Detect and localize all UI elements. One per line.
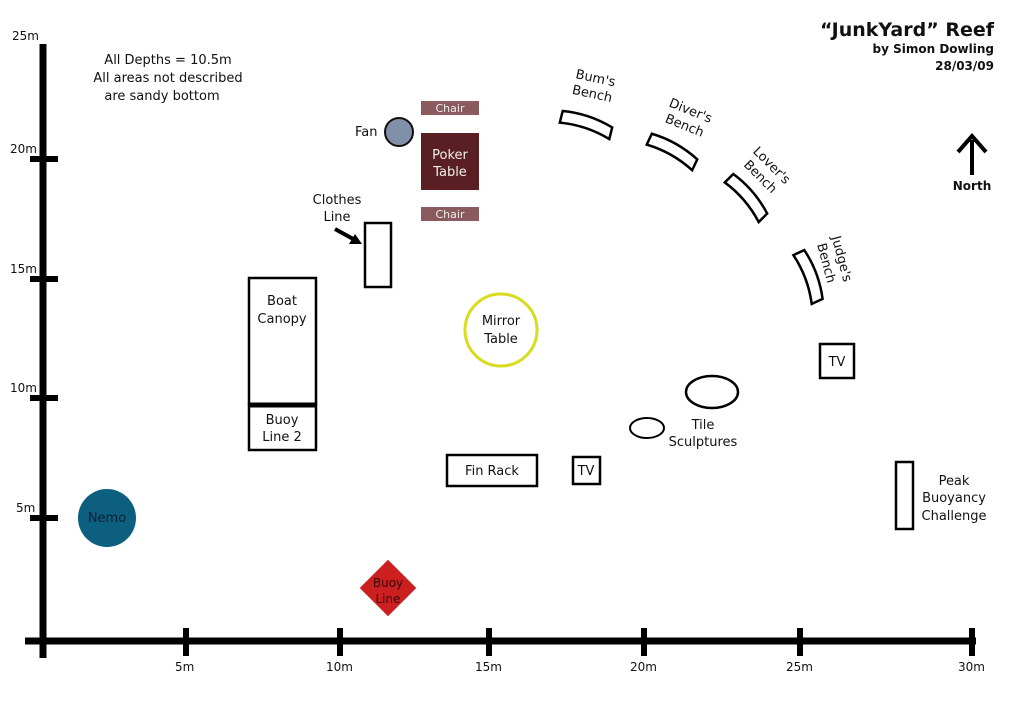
x-tick-20: 20m (630, 660, 657, 674)
clothes-line (363, 221, 393, 289)
peak-buoyancy-label: Peak (939, 474, 970, 489)
x-tick-25: 25m (786, 660, 813, 674)
boat-canopy-label: Boat (267, 294, 297, 309)
tile-sculpture-small (629, 417, 665, 439)
north-label: North (953, 179, 991, 193)
chair-top (421, 101, 479, 115)
note-sandy: are sandy bottom (104, 89, 219, 104)
note-areas: All areas not described (93, 71, 242, 86)
tile-sculptures-label: Sculptures (669, 435, 738, 450)
poker-table (421, 133, 479, 190)
y-tick-10: 10m (10, 381, 37, 395)
bums-bench (558, 109, 614, 141)
chair-top-label: Chair (436, 102, 465, 115)
lovers-bench (722, 172, 769, 225)
chair-bottom (421, 207, 479, 221)
fan-label: Fan (355, 125, 378, 140)
axes: 25m 20m 15m 10m 5m 5m 10m 15m 20m 25m 30… (10, 29, 985, 674)
map-author: by Simon Dowling (873, 42, 994, 56)
chair-bottom-label: Chair (436, 208, 465, 221)
tv-2-label: TV (828, 355, 846, 370)
peak-buoyancy-label: Challenge (922, 509, 987, 524)
boat-canopy-label: Canopy (257, 312, 306, 327)
judges-bench (791, 248, 824, 306)
map-date: 28/03/09 (935, 59, 994, 73)
peak-buoyancy-label: Buoyancy (922, 491, 986, 506)
peak-buoyancy-challenge (894, 460, 915, 531)
buoy-line-2 (247, 403, 318, 452)
buoy-line-2-label: Line 2 (262, 430, 302, 445)
tile-sculpture-large (684, 374, 740, 410)
x-tick-5: 5m (175, 660, 194, 674)
fan-icon (384, 117, 414, 147)
mirror-table-label: Mirror (482, 314, 521, 329)
buoy-line-2-label: Buoy (266, 413, 299, 428)
tv-1 (571, 455, 602, 486)
y-tick-25: 25m (12, 29, 39, 43)
buoy-line-label: Buoy (373, 576, 403, 590)
mirror-table (463, 292, 539, 368)
fin-rack (445, 453, 539, 488)
clothes-line-label: Line (323, 210, 350, 225)
clothes-line-label: Clothes (313, 193, 362, 208)
tv-1-label: TV (577, 464, 595, 479)
tv-2 (818, 342, 856, 380)
divers-bench (644, 132, 699, 173)
poker-table-label: Table (432, 165, 467, 180)
x-tick-10: 10m (326, 660, 353, 674)
poker-table-label: Poker (432, 148, 468, 163)
tile-sculptures-label: Tile (691, 418, 715, 433)
y-tick-15: 15m (10, 262, 37, 276)
y-tick-20: 20m (10, 142, 37, 156)
x-tick-15: 15m (475, 660, 502, 674)
nemo-label: Nemo (88, 511, 126, 526)
fin-rack-label: Fin Rack (465, 464, 519, 479)
mirror-table-label: Table (483, 332, 518, 347)
nemo (78, 489, 136, 547)
y-tick-5: 5m (16, 501, 35, 515)
x-tick-30: 30m (958, 660, 985, 674)
note-depth: All Depths = 10.5m (104, 53, 231, 68)
arrow-icon (334, 227, 362, 244)
buoy-line-label: Line (375, 592, 400, 606)
map-title: “JunkYard” Reef (820, 19, 995, 41)
north-arrow-icon (956, 132, 988, 175)
